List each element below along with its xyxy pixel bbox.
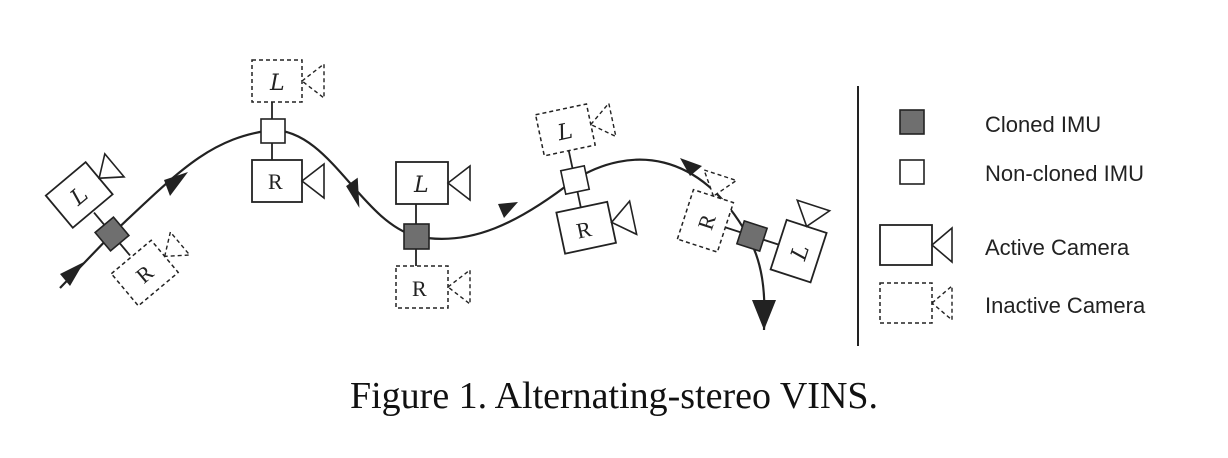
inactive-camera: R xyxy=(110,230,192,307)
camera-label-right: R xyxy=(412,276,427,301)
camera-label-left: L xyxy=(269,71,285,96)
non-cloned-imu-swatch xyxy=(899,159,925,185)
inactive-camera: L xyxy=(534,101,617,157)
cloned-imu-swatch xyxy=(899,109,925,135)
direction-arrow xyxy=(346,177,360,209)
direction-arrow xyxy=(60,262,84,286)
active-camera: L xyxy=(769,198,832,284)
camera-label-right: R xyxy=(574,216,594,244)
active-camera: R xyxy=(251,159,325,203)
pose-node-5: R L xyxy=(676,168,832,284)
pose-node-3: L R xyxy=(395,161,471,309)
cloned-imu-marker xyxy=(403,223,430,250)
legend-label-inactive-camera: Inactive Camera xyxy=(985,293,1146,318)
diagram-canvas: L R L R L xyxy=(44,59,1146,346)
pose-node-4: L R xyxy=(534,101,638,255)
cloned-imu-marker xyxy=(735,219,769,253)
legend-item-cloned-imu: Cloned IMU xyxy=(899,109,1101,137)
legend-label-active-camera: Active Camera xyxy=(985,235,1130,260)
pose-node-2: L R xyxy=(251,59,325,203)
legend-label-cloned-imu: Cloned IMU xyxy=(985,112,1101,137)
direction-arrow xyxy=(498,202,518,218)
active-camera-swatch xyxy=(879,224,933,266)
active-camera: L xyxy=(395,161,471,205)
legend: Cloned IMU Non-cloned IMU Active Camera … xyxy=(879,109,1146,324)
camera-label-left: L xyxy=(554,119,574,147)
legend-item-active-camera: Active Camera xyxy=(879,224,1130,266)
camera-label-left: L xyxy=(786,242,815,265)
active-camera: L xyxy=(44,152,126,229)
direction-arrow xyxy=(752,300,776,330)
inactive-camera-swatch xyxy=(879,282,933,324)
inactive-camera: L xyxy=(251,59,325,103)
non-cloned-imu-marker xyxy=(559,164,591,196)
non-cloned-imu-marker xyxy=(260,118,286,144)
direction-arrow xyxy=(680,158,702,176)
inactive-camera: R xyxy=(676,168,738,254)
inactive-camera: R xyxy=(395,265,471,309)
legend-item-inactive-camera: Inactive Camera xyxy=(879,282,1146,324)
direction-arrow xyxy=(164,172,188,196)
camera-label-left: L xyxy=(413,173,429,198)
pose-node-1: L R xyxy=(44,152,192,307)
figure-caption: Figure 1. Alternating-stereo VINS. xyxy=(349,375,879,417)
legend-label-non-cloned-imu: Non-cloned IMU xyxy=(985,161,1144,186)
cloned-imu-marker xyxy=(93,215,131,253)
active-camera: R xyxy=(555,199,638,255)
camera-label-right: R xyxy=(268,169,283,194)
legend-item-non-cloned-imu: Non-cloned IMU xyxy=(899,159,1144,186)
